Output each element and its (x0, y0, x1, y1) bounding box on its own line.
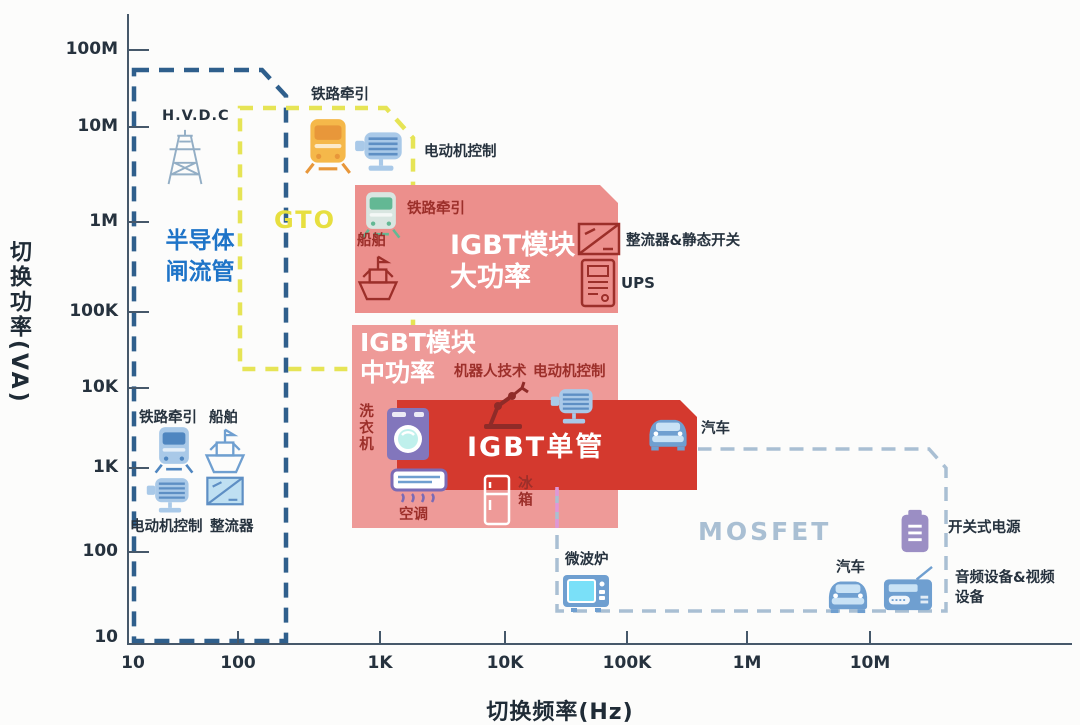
ups-icon (579, 258, 617, 308)
igbt-high-power-label: IGBT模块 大功率 (450, 230, 575, 294)
motor-icon (144, 470, 196, 516)
fridge-label: 冰箱 (516, 475, 532, 508)
motor-control-mid-label: 电动机控制 (533, 364, 606, 380)
y-tick-label: 1K (92, 457, 118, 477)
motor-control-left-label: 电动机控制 (130, 519, 203, 535)
x-tick-label: 100 (220, 653, 256, 673)
x-axis-title: 切换频率(Hz) (486, 700, 634, 725)
x-tick-label: 10 (121, 653, 145, 673)
thyristor-label-line2: 闸流管 (165, 259, 235, 286)
x-tick (379, 631, 381, 644)
igbt-mid-power-label: IGBT模块 中功率 (360, 328, 476, 387)
mosfet-region-label: MOSFET (698, 517, 832, 546)
ups-label: UPS (621, 274, 655, 292)
ship-icon (354, 246, 402, 306)
washing-machine-icon (384, 406, 432, 462)
rail-traction-top-label: 铁路牵引 (311, 87, 369, 103)
rectifier-static-switch-label: 整流器&静态开关 (626, 233, 741, 249)
rail-traction-left-label: 铁路牵引 (139, 410, 197, 426)
rectifier-icon (202, 476, 248, 506)
motor-control-top-label: 电动机控制 (424, 144, 497, 160)
x-tick-label: 10K (486, 653, 524, 673)
air-conditioner-icon (390, 468, 448, 504)
y-tick (127, 126, 149, 128)
igbt-single-label: IGBT单管 (467, 432, 605, 463)
fridge-icon (482, 474, 512, 526)
y-tick (127, 49, 149, 51)
y-tick-label: 10K (81, 377, 118, 397)
microwave-label: 微波炉 (565, 552, 609, 568)
x-tick (237, 631, 239, 644)
radio-icon (882, 564, 934, 614)
rail-traction-box-label: 铁路牵引 (407, 201, 465, 217)
thyristor-region-label: 半导体 闸流管 (148, 226, 252, 288)
igbt-high-label-line1: IGBT模块 (450, 230, 576, 261)
x-tick (869, 631, 871, 644)
washer-label: 洗衣机 (357, 403, 373, 453)
car-mid-label: 汽车 (701, 421, 730, 437)
robot-arm-icon (474, 378, 532, 430)
igbt-mid-label-line2: 中功率 (360, 357, 436, 387)
igbt-high-label-line2: 大功率 (450, 261, 531, 293)
ship-box-label: 船舶 (357, 233, 386, 249)
y-tick-label: 100 (82, 541, 119, 561)
y-tick (127, 467, 149, 469)
smps-label: 开关式电源 (948, 520, 1021, 536)
y-tick-label: 10 (94, 627, 118, 647)
x-tick (626, 631, 628, 644)
y-tick-label: 100K (69, 301, 118, 321)
x-tick (504, 631, 506, 644)
car-icon (820, 572, 876, 614)
hvdc-tower-icon (156, 126, 214, 188)
x-tick-label: 1K (367, 653, 393, 673)
ship-left-label: 船舶 (209, 410, 238, 426)
ship-icon (201, 422, 249, 476)
x-tick (746, 631, 748, 644)
y-tick-label: 10M (77, 116, 118, 136)
rectifier-left-label: 整流器 (210, 519, 254, 535)
train-icon (153, 424, 195, 474)
y-tick-label: 100M (65, 39, 118, 59)
battery-power-icon (897, 508, 933, 554)
y-tick (127, 221, 149, 223)
y-tick (127, 311, 149, 313)
gto-region-label: GTO (274, 206, 337, 234)
x-tick-label: 10M (849, 653, 891, 673)
y-axis-title: 切换功率(VA) (6, 240, 31, 405)
x-tick-label: 100K (602, 653, 652, 673)
audio-video-label: 音频设备&视频设备 (955, 570, 1055, 606)
y-tick (127, 387, 149, 389)
motor-icon (352, 124, 410, 174)
ac-label: 空调 (399, 507, 428, 523)
y-tick-label: 1M (89, 211, 118, 231)
igbt-high-power-region (355, 185, 618, 313)
y-axis (127, 14, 129, 644)
rectifier-icon (577, 221, 621, 257)
car-bottom-label: 汽车 (836, 560, 865, 576)
car-icon (642, 410, 694, 452)
hvdc-label: H.V.D.C (162, 108, 230, 124)
x-tick-label: 1M (732, 653, 762, 673)
motor-icon (548, 380, 600, 428)
y-tick (127, 551, 149, 553)
train-icon (301, 116, 355, 174)
robot-label: 机器人技术 (454, 364, 527, 380)
microwave-icon (561, 570, 611, 614)
x-axis (127, 643, 1072, 645)
igbt-mid-label-line1: IGBT模块 (360, 328, 476, 357)
thyristor-label-line1: 半导体 (165, 228, 235, 254)
